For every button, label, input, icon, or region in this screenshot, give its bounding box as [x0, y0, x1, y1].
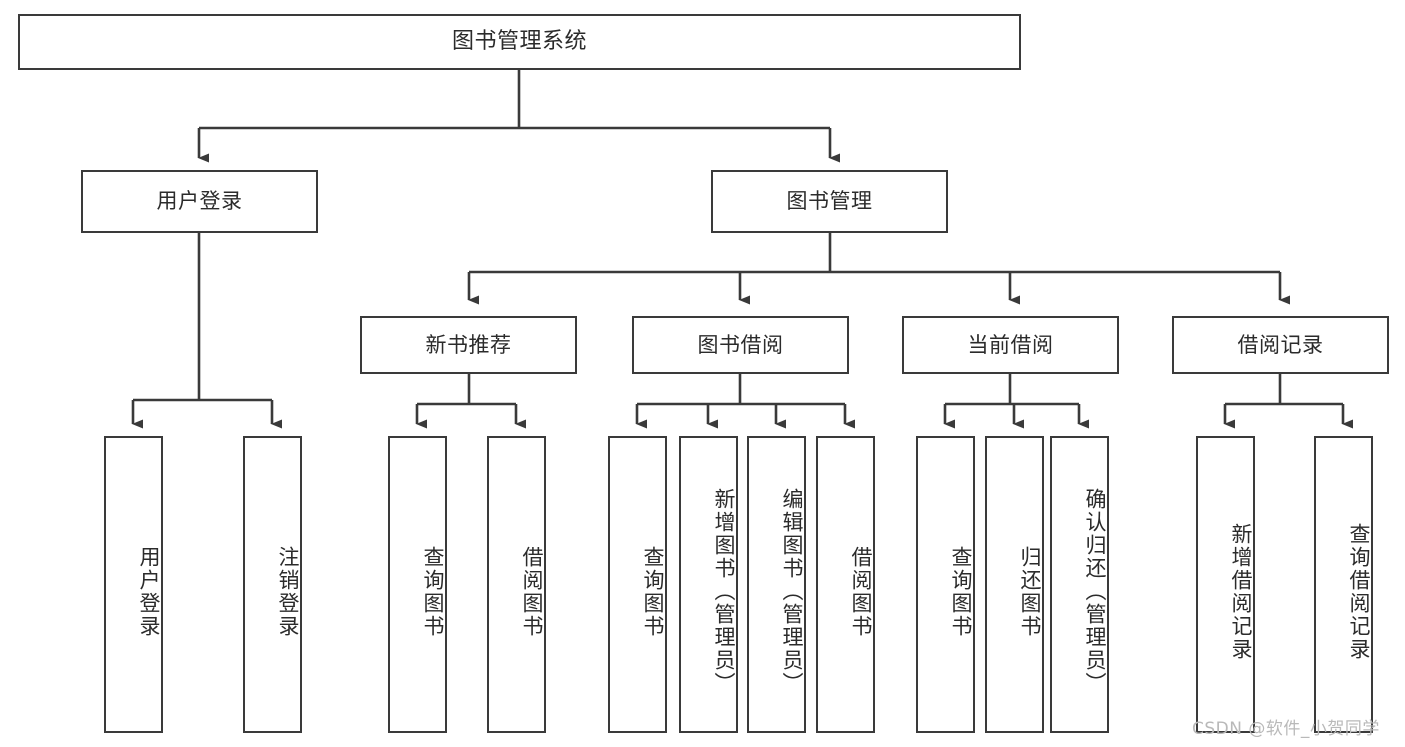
leaf-query-book-recommend[interactable]: 查询图书	[388, 436, 447, 733]
leaf-add-borrow-record[interactable]: 新增借阅记录	[1196, 436, 1255, 733]
leaf-confirm-return-admin[interactable]: 确认归还（管理员）	[1050, 436, 1109, 733]
node-borrow-record[interactable]: 借阅记录	[1172, 316, 1389, 374]
leaf-query-borrow-record[interactable]: 查询借阅记录	[1314, 436, 1373, 733]
node-user-login[interactable]: 用户登录	[81, 170, 318, 233]
leaf-query-book-current[interactable]: 查询图书	[916, 436, 975, 733]
node-book-borrow[interactable]: 图书借阅	[632, 316, 849, 374]
node-current-borrow[interactable]: 当前借阅	[902, 316, 1119, 374]
leaf-add-book-admin[interactable]: 新增图书（管理员）	[679, 436, 738, 733]
leaf-return-book[interactable]: 归还图书	[985, 436, 1044, 733]
leaf-borrow-book-borrow[interactable]: 借阅图书	[816, 436, 875, 733]
leaf-user-login[interactable]: 用户登录	[104, 436, 163, 733]
node-book-manage[interactable]: 图书管理	[711, 170, 948, 233]
node-new-book-recommend[interactable]: 新书推荐	[360, 316, 577, 374]
leaf-borrow-book-recommend[interactable]: 借阅图书	[487, 436, 546, 733]
node-root-system[interactable]: 图书管理系统	[18, 14, 1021, 70]
leaf-logout-login[interactable]: 注销登录	[243, 436, 302, 733]
leaf-query-book-borrow[interactable]: 查询图书	[608, 436, 667, 733]
csdn-watermark: CSDN @软件_小贺同学	[1192, 719, 1380, 739]
leaf-edit-book-admin[interactable]: 编辑图书（管理员）	[747, 436, 806, 733]
